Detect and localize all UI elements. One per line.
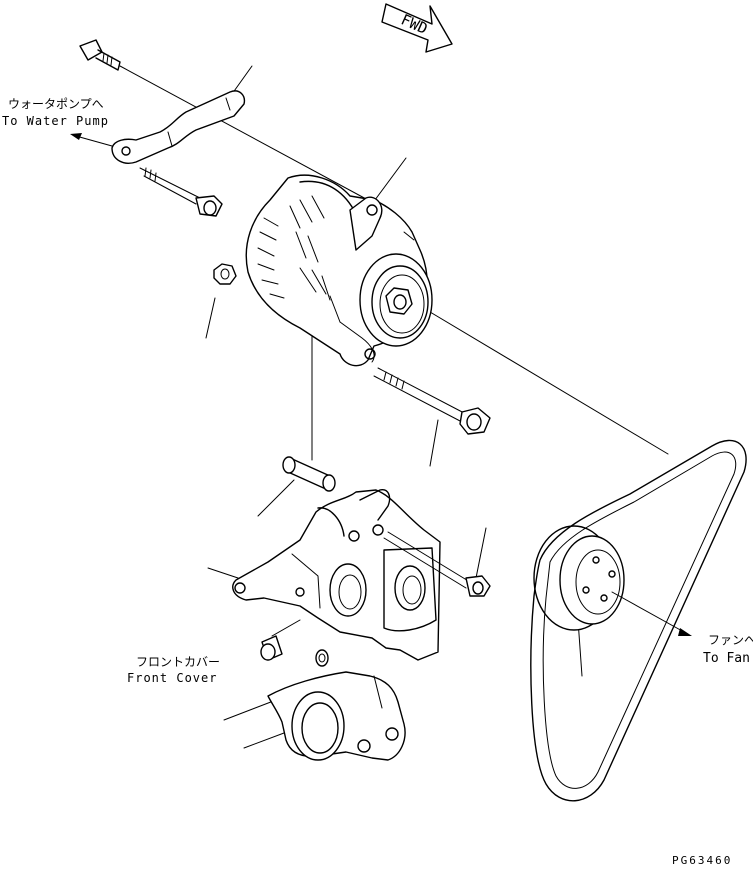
mounting-bolt [373, 367, 491, 435]
front-cover-label-jp: フロントカバー [136, 655, 220, 669]
housing-bolt [383, 531, 491, 597]
fwd-arrow-icon: FWD [381, 3, 453, 53]
water-pump-arrow-head [70, 133, 82, 140]
alternator-pulley [359, 253, 433, 347]
v-belt [530, 439, 747, 802]
bracket-bolt [79, 39, 121, 71]
water-pump-arrow [75, 135, 113, 147]
fan-arrow [611, 591, 685, 633]
adjusting-bolt [139, 167, 223, 217]
fan-pulley [533, 525, 625, 631]
water-pump-housing [232, 489, 441, 661]
front-cover-label-en: Front Cover [127, 671, 217, 685]
fan-arrow-head [678, 628, 692, 636]
fwd-label: FWD [398, 11, 430, 38]
spacer-collar [282, 456, 336, 492]
fan-label-jp: ファンへ [708, 633, 753, 647]
water-pump-label-en: To Water Pump [2, 114, 109, 128]
adjusting-bracket [111, 90, 246, 164]
fan-label-en: To Fan [703, 651, 750, 666]
dowel-pins [260, 635, 329, 667]
water-pump-label-jp: ウォータポンプへ [8, 97, 104, 111]
front-cover [267, 671, 406, 761]
nut [213, 263, 237, 285]
drawing-code: PG63460 [672, 854, 732, 867]
